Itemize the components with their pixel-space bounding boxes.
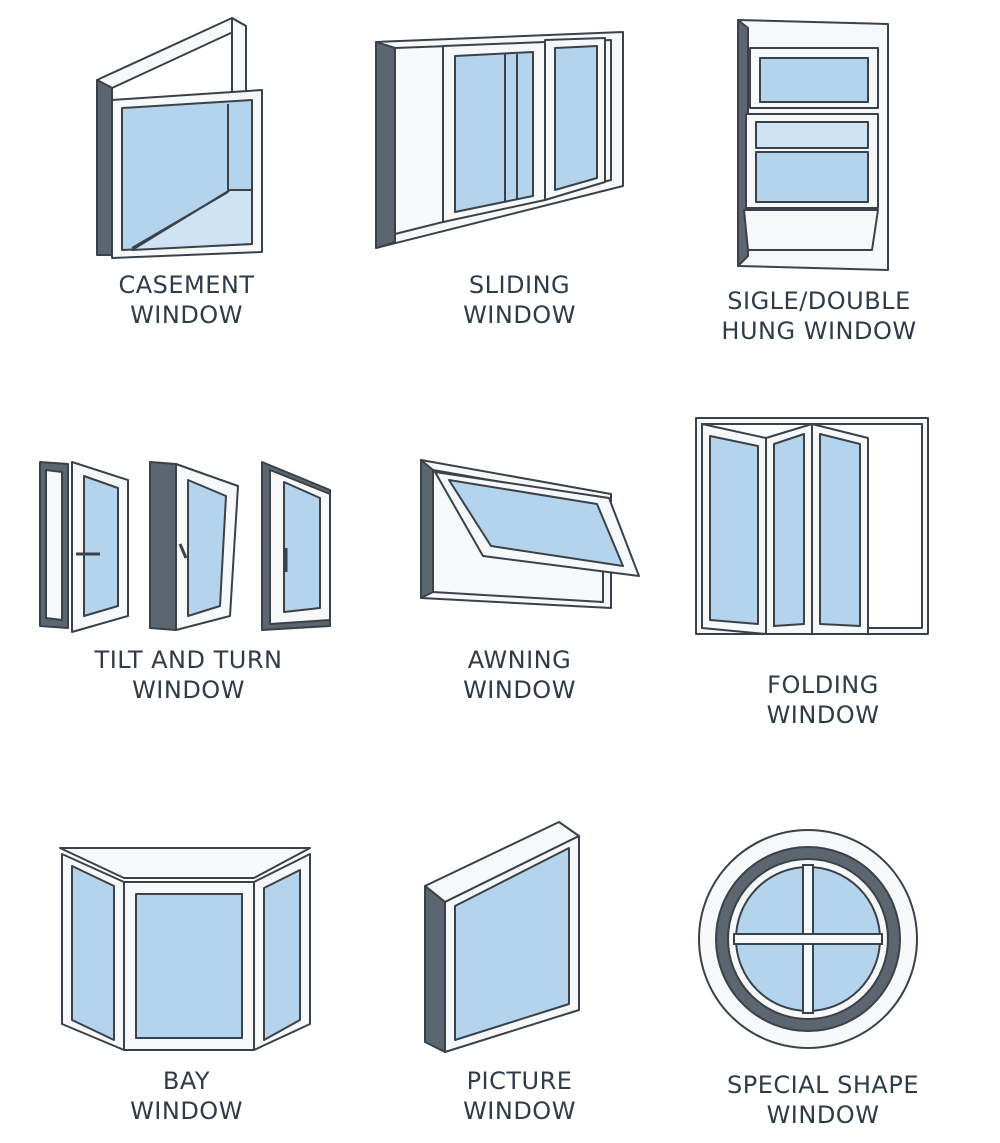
bay-window-item: BAY WINDOW	[0, 760, 333, 1143]
sliding-window-label-line2: WINDOW	[463, 301, 576, 329]
hung-window-icon	[737, 19, 889, 271]
sliding-window-icon	[375, 31, 624, 249]
folding-window-label-line1: FOLDING	[767, 671, 879, 699]
bay-window-label-line1: BAY	[162, 1067, 211, 1095]
casement-window-label: CASEMENT WINDOW	[20, 270, 353, 330]
bay-window-label: BAY WINDOW	[20, 1066, 353, 1126]
picture-window-label-line1: PICTURE	[466, 1067, 573, 1095]
special-shape-window-item: SPECIAL SHAPE WINDOW	[666, 760, 1000, 1143]
casement-window-label-line2: WINDOW	[130, 301, 243, 329]
folding-window-icon	[695, 417, 929, 635]
sliding-window-label-line1: SLIDING	[468, 271, 571, 299]
casement-window-item: CASEMENT WINDOW	[0, 0, 333, 380]
tilt-and-turn-window-label: TILT AND TURN WINDOW	[22, 645, 355, 705]
awning-window-label-line1: AWNING	[467, 646, 572, 674]
picture-window-icon	[424, 821, 580, 1053]
tilt-and-turn-window-item: TILT AND TURN WINDOW	[0, 380, 333, 760]
tilt-and-turn-window-label-line1: TILT AND TURN	[94, 646, 283, 674]
folding-window-label-line2: WINDOW	[766, 701, 880, 729]
bay-window-label-line2: WINDOW	[130, 1097, 243, 1125]
picture-window-item: PICTURE WINDOW	[333, 760, 666, 1143]
hung-window-label-line1: SIGLE/DOUBLE	[727, 287, 911, 315]
awning-window-icon	[420, 459, 640, 609]
folding-window-label: FOLDING WINDOW	[656, 670, 990, 730]
tilt-and-turn-window-icon	[39, 461, 331, 633]
tilt-and-turn-window-label-line2: WINDOW	[132, 676, 245, 704]
hung-window-label-line2: HUNG WINDOW	[721, 317, 917, 345]
special-shape-window-label-line1: SPECIAL SHAPE	[727, 1071, 919, 1099]
bay-window-icon	[59, 847, 311, 1051]
special-shape-window-label: SPECIAL SHAPE WINDOW	[656, 1070, 990, 1130]
casement-window-label-line1: CASEMENT	[118, 271, 255, 299]
special-shape-window-icon	[698, 829, 918, 1049]
picture-window-label: PICTURE WINDOW	[353, 1066, 686, 1126]
sliding-window-label: SLIDING WINDOW	[353, 270, 686, 330]
folding-window-item: FOLDING WINDOW	[666, 380, 1000, 760]
awning-window-item: AWNING WINDOW	[333, 380, 666, 760]
hung-window-label: SIGLE/DOUBLE HUNG WINDOW	[652, 286, 986, 346]
casement-window-icon	[96, 17, 263, 259]
sliding-window-item: SLIDING WINDOW	[333, 0, 666, 380]
picture-window-label-line2: WINDOW	[463, 1097, 576, 1125]
awning-window-label-line2: WINDOW	[463, 676, 576, 704]
special-shape-window-label-line2: WINDOW	[766, 1101, 880, 1129]
awning-window-label: AWNING WINDOW	[353, 645, 686, 705]
hung-window-item: SIGLE/DOUBLE HUNG WINDOW	[666, 0, 1000, 380]
